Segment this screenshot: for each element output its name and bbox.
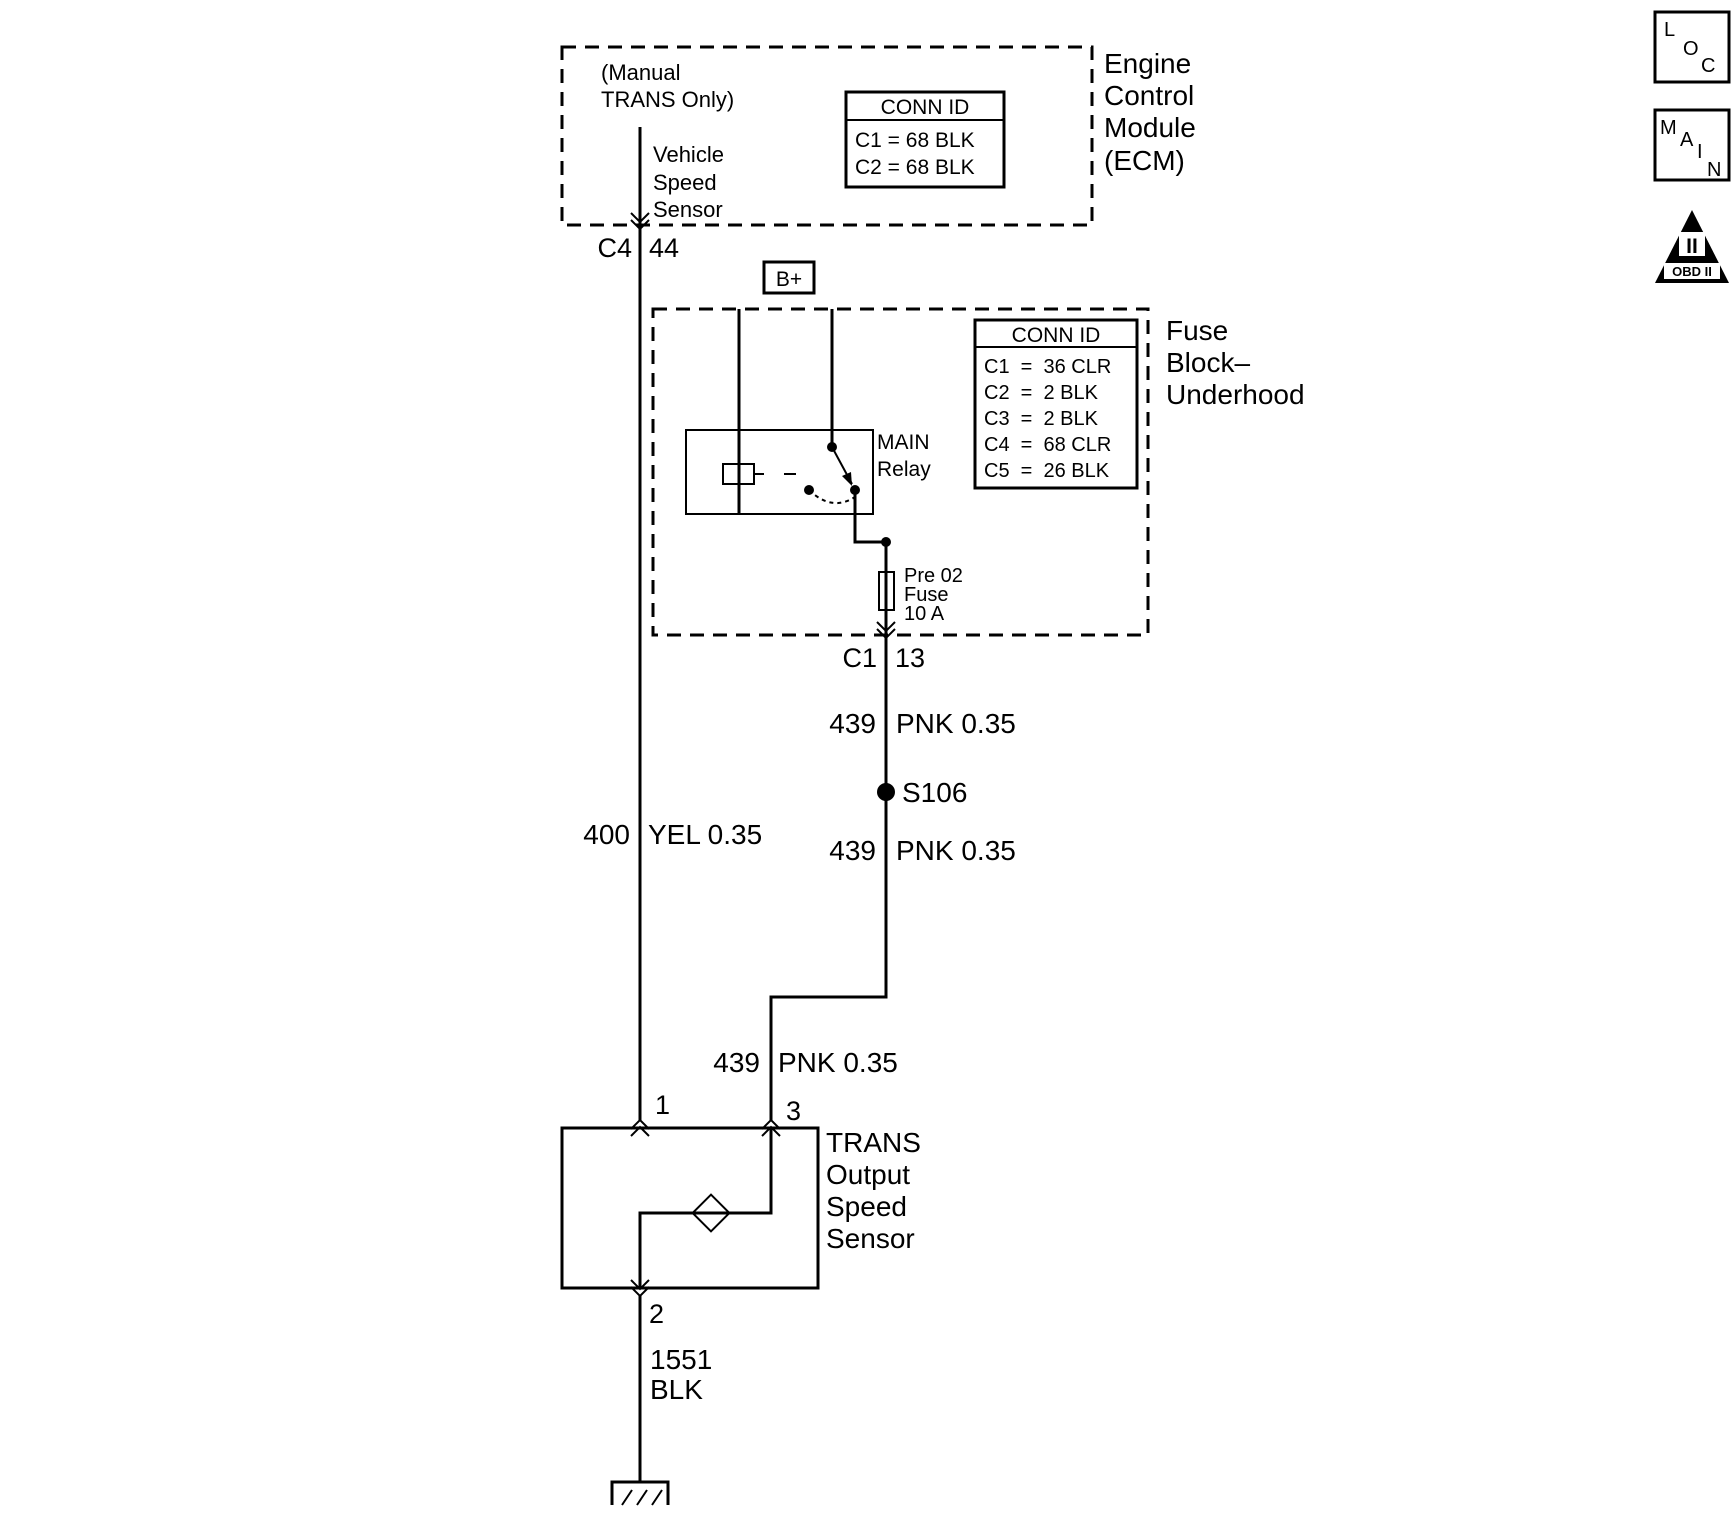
fuse-conn-id-row-1: C1 = 36 CLR	[984, 356, 1111, 378]
ecm-conn-id-row-1: C1 = 68 BLK	[855, 129, 975, 152]
main-letter-m: M	[1660, 117, 1677, 139]
vss-label-line-3: Sensor	[653, 197, 723, 222]
relay-label-line-1: MAIN	[877, 431, 930, 454]
wire-400-circuit: 400	[583, 819, 630, 850]
ecm-boundary	[560, 45, 1094, 227]
wire-1551: 1551 BLK	[638, 1296, 712, 1482]
ecm-title-line-2: Control	[1104, 80, 1194, 111]
wire-439-a-circuit: 439	[829, 708, 876, 739]
ecm-note-line-1: (Manual	[601, 60, 680, 85]
vss-label-line-1: Vehicle	[653, 142, 724, 167]
fuse-block-title-line-1: Fuse	[1166, 315, 1228, 346]
ecm-conn-id-header: CONN ID	[881, 96, 970, 119]
sensor-title-line-2: Output	[826, 1159, 910, 1190]
obd-ii-badge-icon[interactable]: II OBD II	[1655, 210, 1729, 283]
ecm-pin-44-terminal	[630, 212, 650, 224]
sensor-pin-3-label: 3	[786, 1096, 801, 1126]
fuse-block-connector-label: C1	[842, 643, 877, 673]
fuse-label-line-1: Pre 02	[904, 565, 963, 587]
wire-400: 400 YEL 0.35	[583, 127, 762, 1120]
ecm-connector-label: C4	[597, 233, 632, 263]
sensor-title-line-1: TRANS	[826, 1127, 921, 1158]
fuse-block-boundary	[651, 307, 1150, 637]
fuse-conn-id-row-2: C2 = 2 BLK	[984, 382, 1099, 404]
wire-439-b-circuit: 439	[829, 835, 876, 866]
fuse-junction	[881, 537, 891, 547]
ecm-pin-label: 44	[649, 233, 679, 263]
wire-439-c-circuit: 439	[713, 1047, 760, 1078]
fuse-block-title-line-2: Block–	[1166, 347, 1250, 378]
ecm-module: (Manual TRANS Only) Vehicle Speed Sensor…	[560, 45, 1196, 263]
fuse-conn-id-row-5: C5 = 26 BLK	[984, 460, 1110, 482]
fuse-block: MAIN Relay Pre 02 Fuse 10 A CONN ID C1 =…	[651, 307, 1305, 673]
main-letter-i: I	[1697, 141, 1703, 163]
loc-badge-icon[interactable]: L O C	[1653, 10, 1731, 84]
sensor-title-line-3: Speed	[826, 1191, 907, 1222]
loc-letter-l: L	[1664, 19, 1675, 41]
obd-symbol: II	[1686, 235, 1698, 258]
obd-text: OBD II	[1672, 264, 1712, 279]
main-badge-icon[interactable]: M A I N	[1653, 108, 1731, 182]
ecm-title-line-3: Module	[1104, 112, 1196, 143]
ecm-note-line-2: TRANS Only)	[601, 87, 734, 112]
main-relay: MAIN Relay	[685, 429, 931, 515]
fuse-block-conn-id-table: CONN ID C1 = 36 CLR C2 = 2 BLK C3 = 2 BL…	[973, 318, 1139, 490]
sensor-pin-3-terminal	[761, 1118, 781, 1130]
b-plus-box	[762, 260, 816, 295]
wire-400-color: YEL 0.35	[648, 819, 762, 850]
ecm-conn-id-box	[844, 90, 1006, 189]
splice-s106-label: S106	[902, 777, 967, 808]
loc-letter-c: C	[1701, 55, 1715, 77]
ground-icon	[610, 1480, 670, 1506]
fuse-conn-id-header: CONN ID	[1012, 324, 1101, 347]
relay-housing	[685, 429, 874, 515]
fuse-block-title-line-3: Underhood	[1166, 379, 1305, 410]
wire-439: S106 439 PNK 0.35 439 PNK 0.35 439 PNK 0…	[713, 621, 1016, 1120]
fuse-label-line-2: Fuse	[904, 584, 948, 606]
trans-output-speed-sensor: 1 3 2 TRANS Output Speed Sensor	[560, 1090, 921, 1329]
wire-1551-color: BLK	[650, 1374, 703, 1405]
ecm-title-line-1: Engine	[1104, 48, 1191, 79]
splice-s106-dot	[877, 783, 895, 801]
relay-label-line-2: Relay	[877, 458, 931, 481]
fuse-conn-id-row-3: C3 = 2 BLK	[984, 408, 1099, 430]
main-letter-n: N	[1707, 159, 1721, 181]
battery-positive: B+	[762, 260, 816, 295]
wire-439-b-color: PNK 0.35	[896, 835, 1016, 866]
fuse-block-pin-label: 13	[895, 643, 925, 673]
vss-label-line-2: Speed	[653, 170, 717, 195]
wire-439-c-color: PNK 0.35	[778, 1047, 898, 1078]
ecm-conn-id-row-2: C2 = 68 BLK	[855, 156, 975, 179]
sensor-title-line-4: Sensor	[826, 1223, 915, 1254]
sensor-pin-1-terminal	[630, 1118, 650, 1130]
wire-1551-circuit: 1551	[650, 1344, 712, 1375]
ecm-conn-id-table: CONN ID C1 = 68 BLK C2 = 68 BLK	[844, 90, 1006, 189]
wire-439-a-color: PNK 0.35	[896, 708, 1016, 739]
hall-element-icon	[691, 1193, 731, 1233]
fuse-conn-id-row-4: C4 = 68 CLR	[984, 434, 1111, 456]
main-letter-a: A	[1680, 129, 1694, 151]
sensor-pin-1-label: 1	[655, 1090, 670, 1120]
b-plus-label: B+	[776, 268, 802, 291]
loc-letter-o: O	[1683, 38, 1699, 60]
sensor-housing	[560, 1126, 820, 1290]
sensor-pin-2-terminal	[630, 1279, 650, 1291]
pre-o2-fuse: Pre 02 Fuse 10 A	[878, 565, 963, 625]
fuse-label-line-3: 10 A	[904, 603, 945, 625]
sensor-pin-2-label: 2	[649, 1299, 664, 1329]
ecm-title-line-4: (ECM)	[1104, 145, 1185, 176]
